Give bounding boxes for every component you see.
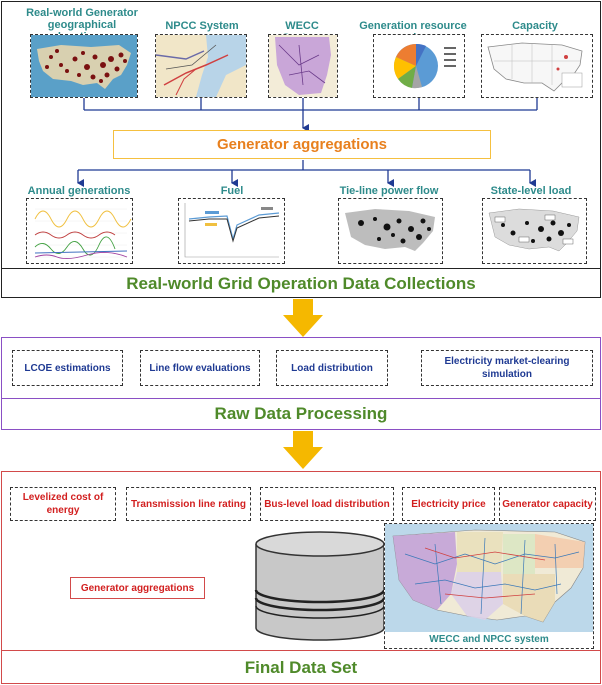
market-clearing-label: Electricity market-clearing simulation [444,356,570,380]
output-label-annual-generations: Annual generations [27,185,131,197]
final-data-set-title: Final Data Set [244,657,358,677]
generator-aggregations-box: Generator aggregations [113,130,491,159]
npcc-map-thumbnail [156,35,246,97]
bus-level-load-label: Bus-level load distribution [264,498,390,510]
wecc-npcc-map-thumbnail [385,524,593,632]
electricity-price-box: Electricity price [402,487,495,521]
generator-aggregations-label: Generator aggregations [216,136,388,153]
source-label-npcc: NPCC System [165,20,239,32]
state-load-map-thumbnail [483,199,586,263]
output-label-tie-line-flow: Tie-line power flow [339,185,439,197]
transmission-line-rating-label: Transmission line rating [130,498,247,510]
raw-processing-title: Raw Data Processing [214,404,388,423]
final-map-frame: WECC and NPCC system [384,523,594,649]
resource-mix-frame [373,34,465,98]
npcc-map-frame [155,34,247,98]
fuel-consumptions-frame [178,198,285,264]
flow-arrow-2 [283,431,323,469]
final-map-caption: WECC and NPCC system [429,634,549,645]
levelized-cost-box: Levelized cost of energy [10,487,116,521]
section-data-collections [1,1,601,269]
generator-capacity-box: Generator capacity [499,487,596,521]
annual-generations-chart-thumbnail [27,199,132,263]
generator-capacity-label: Generator capacity [502,498,593,510]
data-collections-title: Real-world Grid Operation Data Collectio… [126,273,476,293]
line-flow-evaluations-label: Line flow evaluations [149,362,251,374]
electricity-price-label: Electricity price [411,498,486,510]
wecc-map-thumbnail [269,35,337,97]
section-final-data-set [1,471,601,651]
database-icon [254,531,386,641]
annual-generations-frame [26,198,133,264]
generator-locations-map-frame [30,34,138,98]
resource-mix-pie-thumbnail [374,35,464,97]
tie-line-flow-map-thumbnail [339,199,442,263]
levelized-cost-label: Levelized cost of energy [22,492,104,516]
wecc-map-frame [268,34,338,98]
source-label-capacity: Capacity [512,20,558,32]
lcoe-estimations-label: LCOE estimations [24,362,111,374]
fuel-consumptions-chart-thumbnail [179,199,284,263]
collection-connectors [77,98,538,187]
capacity-map-frame [481,34,593,98]
final-generator-aggregations-label: Generator aggregations [80,582,195,594]
line-flow-evaluations-box: Line flow evaluations [140,350,260,386]
load-distribution-box: Load distribution [276,350,388,386]
final-generator-aggregations-box: Generator aggregations [70,577,205,599]
flow-arrow-1 [283,299,323,337]
load-distribution-label: Load distribution [291,362,373,374]
section-final-data-set-title-bar [1,651,601,684]
transmission-line-rating-box: Transmission line rating [126,487,251,521]
lcoe-estimations-box: LCOE estimations [12,350,123,386]
capacity-map-thumbnail [482,35,592,97]
state-load-frame [482,198,587,264]
section-raw-processing [1,337,601,399]
market-clearing-box: Electricity market-clearing simulation [421,350,593,386]
us-generator-map-thumbnail [31,35,137,97]
tie-line-flow-frame [338,198,443,264]
section-raw-processing-title-bar [1,399,601,430]
section-data-collections-title-bar [1,269,601,298]
bus-level-load-box: Bus-level load distribution [260,487,394,521]
